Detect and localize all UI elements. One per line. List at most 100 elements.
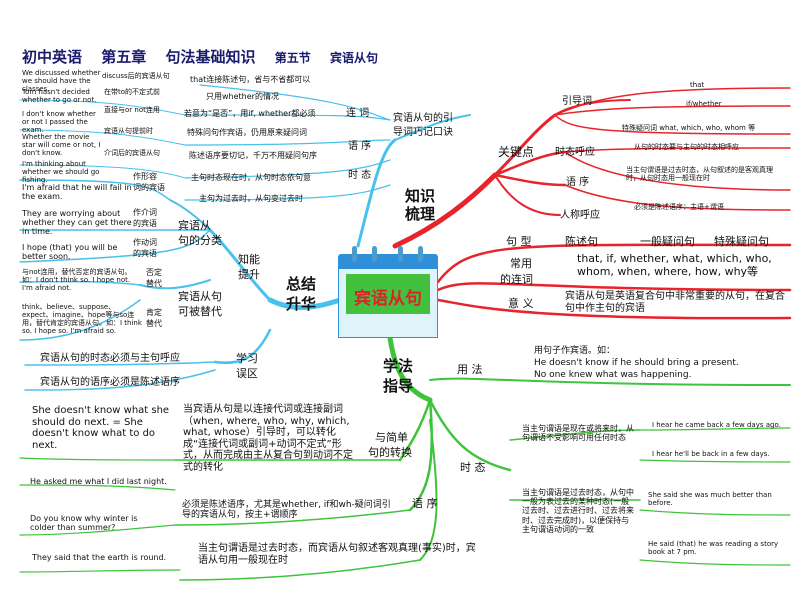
shitai-now-desc: 当主句谓语是现在或将来时，从句谓语不受影响可用任何时态 <box>522 424 634 443</box>
zhuanhuan-line1: 与简单 <box>375 431 408 444</box>
title-topic: 句法基础知识 <box>165 48 256 66</box>
fenlei-line1: 宾语从 <box>178 219 211 232</box>
zuodongci-example: I hope (that) you will be better soon. <box>22 243 118 262</box>
shitai-now-example-1: I hear he came back a few days ago. <box>652 421 781 429</box>
shitai-huying-label: 时态呼应 <box>555 147 595 158</box>
shitai-past-desc: 当主句谓语是过去时态，从句中一般为表过去的某种时态(一般过去时、过去进行时、过去… <box>522 488 634 534</box>
koujue-note-1: 在带to的不定式前 <box>104 88 161 96</box>
knowledge-main-line2: 梳理 <box>405 205 436 223</box>
zhuanhuan-line2: 句的转换 <box>368 446 412 459</box>
zhineng-line1: 知能 <box>238 253 260 266</box>
shitai-past-example-2: He said (that) he was reading a story bo… <box>648 540 779 557</box>
juxing-yiban: 一般疑问句 <box>640 235 695 248</box>
zuobiaoyu-example: I'm afraid that he will fail in the exam… <box>22 183 132 202</box>
method-main-line1: 学法 <box>383 357 414 375</box>
koujue-shitai: 时 态 <box>348 170 372 181</box>
yindaoci-that: that <box>690 81 705 89</box>
juxing-chenshuju: 陈述句 <box>565 235 598 248</box>
koujue-line-2: 若意为“是否”，用if, whether都必须 <box>184 109 316 118</box>
shitai-now-example-2: I hear he'll be back in a few days. <box>652 450 770 458</box>
title-chapter: 第五章 <box>101 48 147 66</box>
changyong-desc: that, if, whether, what, which, who, who… <box>577 252 772 278</box>
yiyi-desc: 宾语从句是英语复合句中非常重要的从句，在复合句中作主句的宾语 <box>565 291 785 314</box>
method-yuxu-label: 语 序 <box>412 497 438 510</box>
title-section: 第五节 <box>274 51 311 65</box>
yindaoci-ifwhether: if/whether <box>686 100 722 108</box>
koujue-main-line1: 宾语从句的引 <box>393 113 453 124</box>
title-subject: 宾语从句 <box>330 51 379 65</box>
center-node: 宾语从句 <box>338 246 438 338</box>
wuqu-item-1: 宾语从句的时态必须与主句呼应 <box>40 353 180 364</box>
truth-example: They said that the earth is round. <box>32 553 167 562</box>
koujue-note-2: 直接与or not连用 <box>104 106 160 114</box>
wuqu-line2: 误区 <box>236 367 258 380</box>
yongfa-label: 用 法 <box>457 363 483 376</box>
juxing-teshu: 特殊疑问句 <box>714 235 769 248</box>
title-course: 初中英语 <box>22 48 83 66</box>
koujue-note-3: 宾语从句提前时 <box>104 127 153 135</box>
shitai-past-example-1: She said she was much better than before… <box>648 491 772 508</box>
yiyi-label: 意 义 <box>508 297 534 310</box>
yindaoci-special: 特殊疑问词 what, which, who, whom 等 <box>622 124 756 132</box>
shitai-huying-desc: 从句的时态要与主句的时态相呼应 <box>634 143 739 151</box>
summary-main-line1: 总结 <box>286 275 317 293</box>
koujue-line-6: 主句为过去时，从句变过去时 <box>199 194 303 203</box>
changyong-line1: 常用 <box>510 257 532 270</box>
method-main-line2: 指导 <box>383 377 414 395</box>
kending-line2: 替代 <box>146 319 162 328</box>
koujue-example-2: I don't know whether or not I passed the… <box>22 110 96 135</box>
kending-line1: 肯定 <box>146 308 162 317</box>
koujue-note-4: 介词后的宾语从句 <box>104 149 160 157</box>
zhineng-line2: 提升 <box>238 268 260 281</box>
zuojieci-example: They are worrying about whether they can… <box>22 209 132 237</box>
renchenghuying-label: 人称呼应 <box>560 210 600 221</box>
zhuanhuan-desc: 当宾语从句是以连接代词或连接副词（when, where, who, why, … <box>183 404 353 473</box>
koujue-lianci: 连 词 <box>346 108 370 119</box>
calendar-ring-icon <box>352 246 357 262</box>
juxing-label: 句 型 <box>506 235 532 248</box>
changyong-line2: 的连词 <box>500 273 533 286</box>
calendar-ring-icon <box>418 246 423 262</box>
koujue-line-4: 陈述语序要切记，千万不用疑问句序 <box>189 151 317 160</box>
zuodongci-line2: 的宾语 <box>133 249 157 258</box>
page-title: 初中英语 第五章 句法基础知识 第五节 宾语从句 <box>22 46 392 67</box>
koujue-note-0: discuss后的宾语从句 <box>102 72 170 80</box>
fouding-example: 与not连用，替代否定的宾语从句。如：I don't think so. I h… <box>22 268 132 293</box>
truth-desc: 当主句谓语是过去时态，而宾语从句叙述客观真理(事实)时，宾语从句用一般现在时 <box>198 543 476 566</box>
fouding-line1: 否定 <box>146 268 162 277</box>
yongfa-example-2: No one knew what was happening. <box>534 370 692 380</box>
center-label: 宾语从句 <box>354 289 422 309</box>
calendar-ring-icon <box>372 246 377 262</box>
koujue-example-4: I'm thinking about whether we should go … <box>22 160 100 185</box>
method-yuxu-example-2: Do you know why winter is colder than su… <box>30 514 138 533</box>
wuqu-item-2: 宾语从句的语序必须是陈述语序 <box>40 377 180 388</box>
yuxu-label: 语 序 <box>566 177 590 188</box>
method-yuxu-example-1: He asked me what I did last night. <box>30 477 167 486</box>
zuobiaoyu-line2: 词的宾语 <box>133 183 165 192</box>
kending-example: think、believe、suppose、expect、imagine、hop… <box>22 303 142 336</box>
yongfa-desc: 用句子作宾语。如： <box>534 346 616 356</box>
wuqu-line1: 学习 <box>236 352 258 365</box>
koujue-line-1: 只用whether的情况 <box>206 92 279 101</box>
yuxu-desc: 必须是陈述语序：主语+谓语 <box>634 203 724 211</box>
zuobiaoyu-line1: 作形容 <box>133 172 157 181</box>
koujue-line-0: that连接陈述句，省与不省都可以 <box>190 75 311 84</box>
summary-main-line2: 升华 <box>286 295 317 313</box>
keypoints-label: 关键点 <box>498 145 535 159</box>
koujue-example-1: Tom hasn't decided whether to go or not. <box>22 88 97 105</box>
shitai-past-desc: 当主句谓语是过去时态，从句叙述的是客观真理时，从句时态用一般现在时 <box>626 166 773 183</box>
koujue-example-3: Whether the movie star will come or not,… <box>22 133 101 158</box>
koujue-example-0: We discussed whether we should have the … <box>22 69 101 94</box>
zuojieci-line1: 作介词 <box>133 208 157 217</box>
zuodongci-line1: 作动词 <box>133 238 157 247</box>
tidai-line1: 宾语从句 <box>178 290 222 303</box>
fouding-line2: 替代 <box>146 279 162 288</box>
method-yuxu-desc: 必须是陈述语序，尤其是whether, if和wh-疑问词引导的宾语从句，按主+… <box>182 500 391 521</box>
tidai-line2: 可被替代 <box>178 305 222 318</box>
zuojieci-line2: 的宾语 <box>133 219 157 228</box>
fenlei-line2: 句的分类 <box>178 234 222 247</box>
koujue-line-3: 特殊问句作宾语，仍用原来疑问词 <box>187 128 307 137</box>
yindaoci-label: 引导词 <box>562 96 592 107</box>
yongfa-example-1: He doesn't know if he should bring a pre… <box>534 358 739 368</box>
